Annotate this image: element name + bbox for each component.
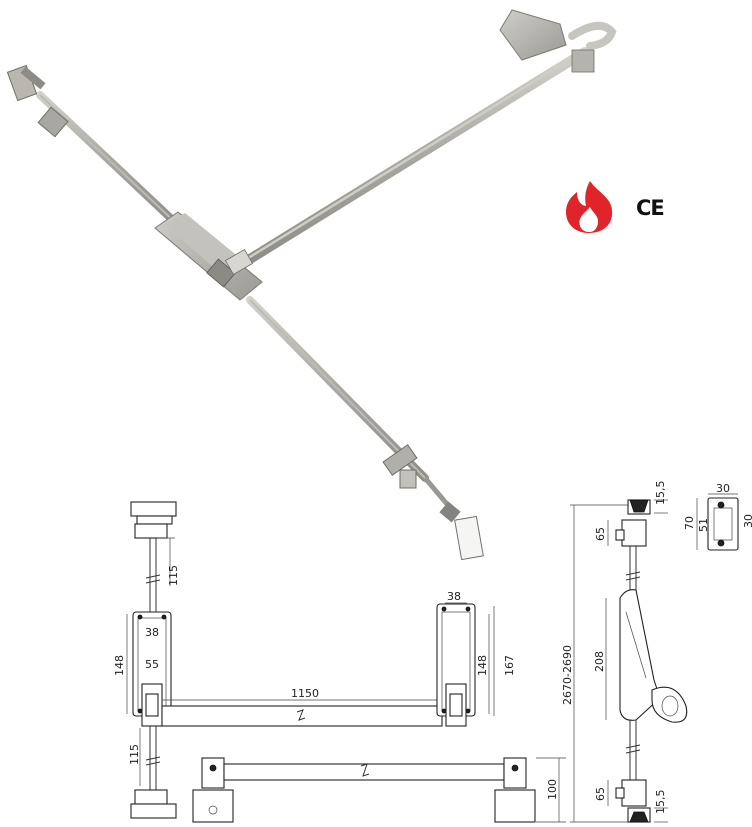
dim-case-width: 38 bbox=[145, 626, 159, 639]
dim-strike-inner: 51 bbox=[697, 518, 710, 532]
fire-icon bbox=[566, 181, 613, 233]
bottom-latch bbox=[382, 444, 484, 561]
side-view-drawing: 2670-2690 15,5 65 208 65 bbox=[561, 481, 752, 823]
dim-bottom-keeper: 65 bbox=[594, 787, 607, 801]
floor-view-drawing: 100 bbox=[192, 757, 566, 823]
dim-total-height: 2670-2690 bbox=[561, 645, 574, 705]
dim-handle-length: 208 bbox=[593, 651, 606, 672]
dim-bottom-gap: 15,5 bbox=[654, 790, 667, 815]
push-bar bbox=[240, 47, 590, 267]
dim-top-gap: 15,5 bbox=[654, 481, 667, 506]
dim-right-case-height: 148 bbox=[476, 655, 489, 676]
center-lock-case bbox=[154, 211, 263, 301]
dim-floor-height: 100 bbox=[546, 779, 559, 800]
panic-bar-photo bbox=[6, 9, 617, 561]
dim-case-height: 148 bbox=[113, 655, 126, 676]
dim-top-rod: 115 bbox=[167, 565, 180, 586]
dim-top-keeper: 65 bbox=[594, 527, 607, 541]
top-latch bbox=[6, 64, 69, 138]
dim-case-inner: 55 bbox=[145, 658, 159, 671]
front-view-drawing: 115 148 38 55 1150 38 148 167 bbox=[113, 501, 516, 819]
dim-strike-height: 70 bbox=[683, 516, 696, 530]
dim-bar-length: 1150 bbox=[291, 687, 319, 700]
dim-strike-width: 30 bbox=[716, 482, 730, 495]
dim-right-case-width: 38 bbox=[447, 590, 461, 603]
dim-strike-side: 30 bbox=[742, 514, 752, 528]
dim-bottom-rod: 115 bbox=[128, 744, 141, 765]
dim-right-case-total: 167 bbox=[503, 655, 516, 676]
ce-mark: CE bbox=[636, 196, 664, 220]
end-cap bbox=[499, 9, 617, 73]
